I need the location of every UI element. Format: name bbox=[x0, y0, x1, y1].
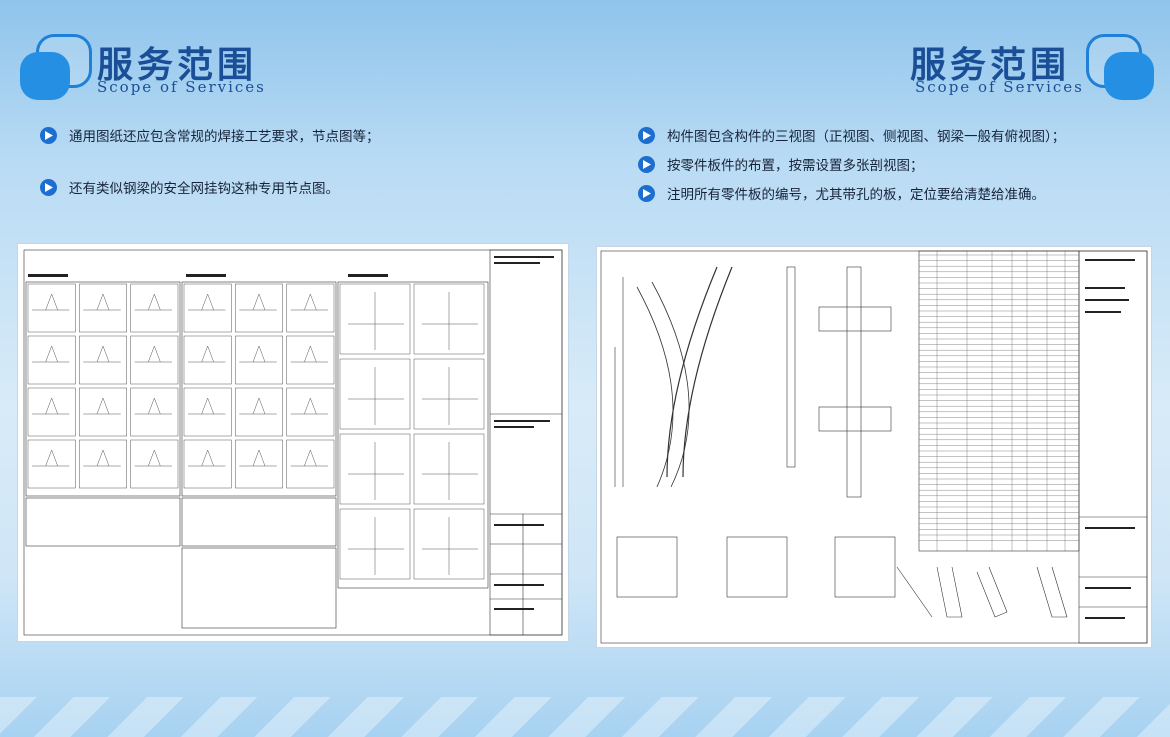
play-arrow-icon bbox=[40, 178, 57, 196]
right-bullet-item: 构件图包含构件的三视图（正视图、侧视图、钢梁一般有俯视图）； bbox=[638, 126, 1158, 145]
right-bullet-text: 按零件板件的布置，按需设置多张剖视图； bbox=[667, 158, 924, 174]
member-shop-sketch bbox=[600, 250, 1148, 644]
left-bullet-item: 通用图纸还应包含常规的焊接工艺要求，节点图等； bbox=[40, 126, 560, 145]
member-shop-drawing bbox=[596, 246, 1152, 648]
welding-details-drawing bbox=[17, 243, 569, 642]
play-arrow-icon bbox=[638, 126, 655, 144]
right-bullet-text: 构件图包含构件的三视图（正视图、侧视图、钢梁一般有俯视图）； bbox=[667, 129, 1066, 145]
right-bullet-list: 构件图包含构件的三视图（正视图、侧视图、钢梁一般有俯视图）； 按零件板件的布置，… bbox=[638, 126, 1158, 203]
right-subtitle: Scope of Services bbox=[915, 78, 1084, 96]
left-title: 服务范围 bbox=[97, 45, 258, 86]
play-arrow-icon bbox=[40, 126, 57, 144]
left-bullet-item: 还有类似钢梁的安全网挂钩这种专用节点图。 bbox=[40, 178, 560, 197]
right-title: 服务范围 bbox=[910, 45, 1071, 86]
right-bullet-item: 按零件板件的布置，按需设置多张剖视图； bbox=[638, 155, 1158, 174]
bottom-stripe-band bbox=[0, 697, 1170, 737]
left-bullet-text: 还有类似钢梁的安全网挂钩这种专用节点图。 bbox=[69, 181, 339, 197]
left-bullet-text: 通用图纸还应包含常规的焊接工艺要求，节点图等； bbox=[69, 129, 380, 145]
logo-right-icon bbox=[1086, 34, 1156, 104]
play-arrow-icon bbox=[638, 184, 655, 202]
left-subtitle: Scope of Services bbox=[97, 78, 266, 96]
logo-left-icon bbox=[20, 34, 92, 104]
right-bullet-text: 注明所有零件板的编号，尤其带孔的板，定位要给清楚给准确。 bbox=[667, 187, 1045, 203]
welding-details-sketch bbox=[23, 249, 563, 636]
right-bullet-item: 注明所有零件板的编号，尤其带孔的板，定位要给清楚给准确。 bbox=[638, 184, 1158, 203]
play-arrow-icon bbox=[638, 155, 655, 173]
left-bullet-list: 通用图纸还应包含常规的焊接工艺要求，节点图等； 还有类似钢梁的安全网挂钩这种专用… bbox=[40, 126, 560, 197]
